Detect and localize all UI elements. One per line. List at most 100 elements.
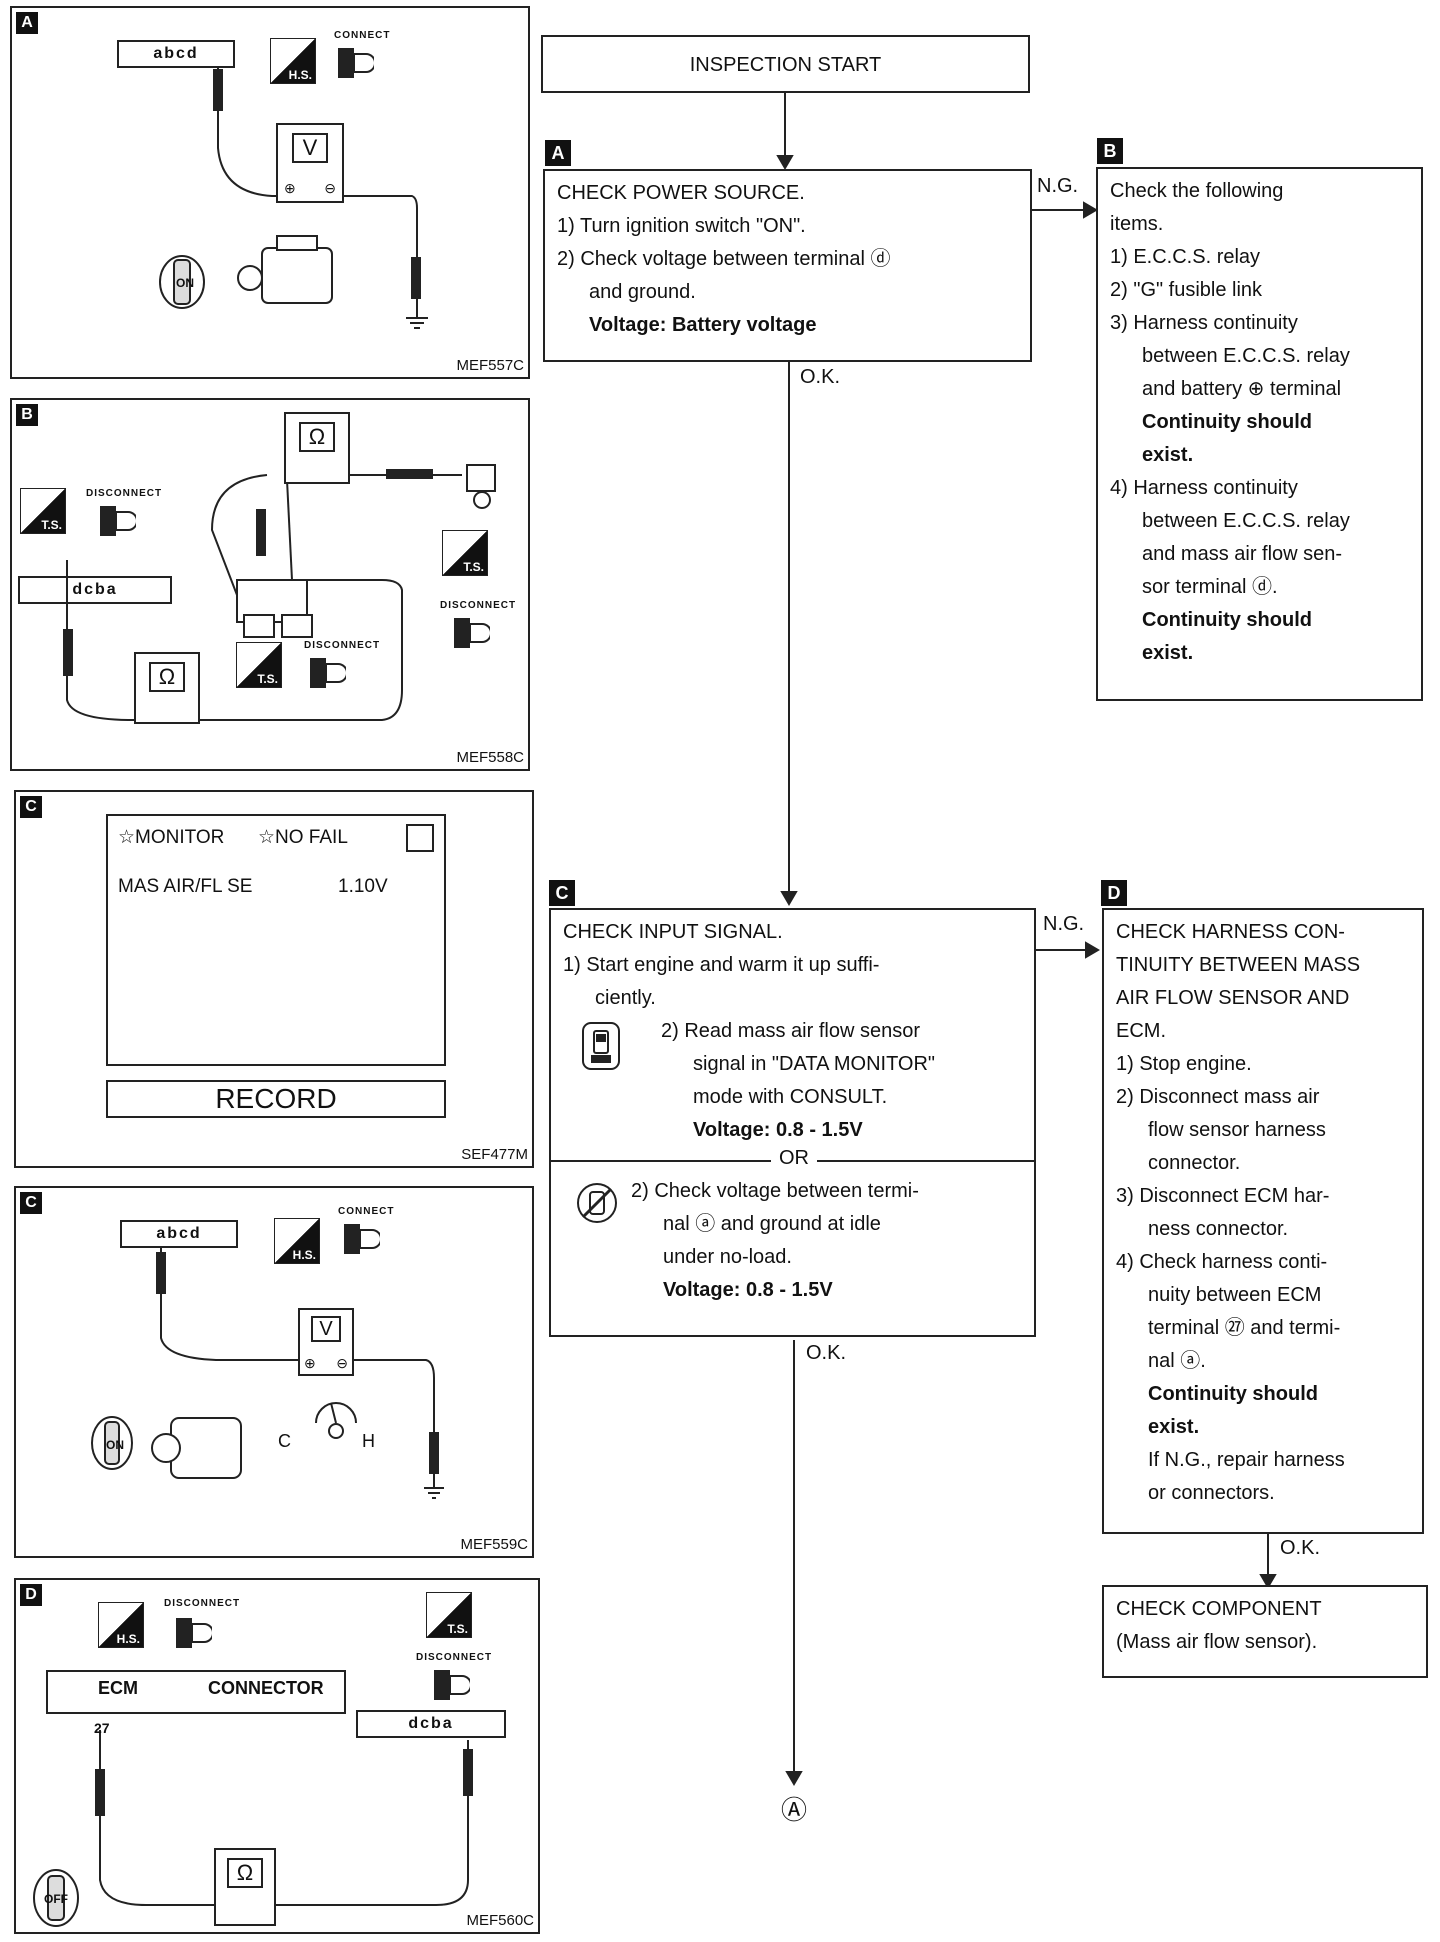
- step-a-line: and ground.: [589, 281, 696, 303]
- step-c-spec: Voltage: 0.8 - 1.5V: [693, 1119, 863, 1141]
- connector-plug-icon: [100, 506, 136, 536]
- step-b-line: between E.C.C.S. relay: [1142, 510, 1350, 532]
- disconnect-label: DISCONNECT: [440, 600, 517, 611]
- step-a-spec: Voltage: Battery voltage: [589, 314, 817, 336]
- step-c-spec: Voltage: 0.8 - 1.5V: [663, 1279, 833, 1301]
- voltmeter-face: V: [292, 133, 328, 163]
- step-a-tag: A: [545, 140, 571, 166]
- consult-screen: ☆MONITOR ☆NO FAIL MAS AIR/FL SE 1.10V: [106, 814, 446, 1066]
- illustration-panel-c-wiring: C abcd H.S. CONNECT V ⊕ ⊖: [14, 1186, 534, 1558]
- step-a-line: 2) Check voltage between terminal ⓓ: [557, 248, 891, 270]
- ohmmeter: Ω: [214, 1848, 276, 1926]
- step-c-tag: C: [549, 880, 575, 906]
- panel-c-tag: C: [20, 796, 42, 818]
- panel-a-tag: A: [16, 12, 38, 34]
- step-d-line: or connectors.: [1148, 1482, 1275, 1504]
- sensor-connector-c: abcd: [120, 1220, 238, 1248]
- ok-label-d: O.K.: [1280, 1537, 1321, 1559]
- step-c-box: CHECK INPUT SIGNAL. 1) Start engine and …: [549, 908, 1036, 1337]
- temp-cold-label: C: [278, 1431, 291, 1451]
- illustration-panel-b: B T.S. DISCONNECT T.S. DISCONNECT T.S. D…: [10, 398, 530, 771]
- connector-plug-icon: [454, 618, 490, 648]
- record-button: RECORD: [106, 1080, 446, 1118]
- step-d-line: AIR FLOW SENSOR AND: [1116, 987, 1350, 1009]
- disconnect-label: DISCONNECT: [86, 488, 163, 499]
- figure-code-c1: SEF477M: [461, 1146, 528, 1163]
- ng-label-a: N.G.: [1037, 175, 1079, 197]
- figure-code-a: MEF557C: [456, 357, 524, 374]
- no-tester-icon: [577, 1183, 617, 1223]
- step-b-line: 4) Harness continuity: [1110, 477, 1298, 499]
- inspection-start-box: INSPECTION START: [541, 35, 1030, 93]
- step-c-line: under no-load.: [663, 1246, 792, 1268]
- step-c-line: 2) Check voltage between termi-: [631, 1180, 919, 1202]
- voltmeter-face: V: [311, 1316, 341, 1342]
- step-c-line: 2) Read mass air flow sensor: [661, 1020, 920, 1042]
- step-b-spec: Continuity should: [1142, 609, 1312, 631]
- ts-badge-icon: T.S.: [20, 488, 66, 534]
- disconnect-label: DISCONNECT: [416, 1652, 493, 1663]
- ignition-key-icon: [91, 1416, 133, 1470]
- connector-plug-icon: [176, 1618, 212, 1648]
- step-d-spec: exist.: [1148, 1416, 1200, 1438]
- panel-b-wiring: [63, 464, 496, 721]
- step-b-line: Check the following: [1110, 180, 1284, 202]
- step-b-tag: B: [1097, 138, 1123, 164]
- sensor-connector-a: abcd: [117, 40, 235, 68]
- connector-plug-icon: [344, 1224, 380, 1254]
- ohmmeter: Ω: [284, 412, 350, 484]
- step-d-line: CHECK HARNESS CON-: [1116, 921, 1345, 943]
- step-d-line: nal ⓐ.: [1148, 1350, 1206, 1372]
- consult-tester-icon: [582, 1022, 620, 1070]
- step-b-line: sor terminal ⓓ.: [1142, 576, 1278, 598]
- step-a-box: CHECK POWER SOURCE. 1) Turn ignition swi…: [543, 169, 1032, 362]
- minus-terminal: ⊖: [336, 1355, 348, 1371]
- ng-label-c: N.G.: [1043, 913, 1085, 935]
- monitor-label: ☆MONITOR: [118, 827, 225, 848]
- step-d-tag: D: [1101, 880, 1127, 906]
- step-c-line: ciently.: [595, 987, 656, 1009]
- panel-b-tag: B: [16, 404, 38, 426]
- step-a-title: CHECK POWER SOURCE.: [557, 182, 805, 204]
- ohmmeter: Ω: [134, 652, 200, 724]
- status-checkbox: [406, 824, 434, 852]
- connect-label: CONNECT: [338, 1206, 395, 1217]
- ohmmeter-face: Ω: [227, 1858, 263, 1888]
- illustration-panel-a: A abcd H.S. CONNECT V ⊕ ⊖: [10, 6, 530, 379]
- step-b-line: 1) E.C.C.S. relay: [1110, 246, 1261, 268]
- ecm-connector: ECM CONNECTOR: [46, 1670, 346, 1714]
- step-d-line: ness connector.: [1148, 1218, 1289, 1240]
- step-d-box: CHECK HARNESS CON- TINUITY BETWEEN MASS …: [1102, 908, 1424, 1534]
- connector-plug-icon: [434, 1670, 470, 1700]
- check-component-line: (Mass air flow sensor).: [1116, 1631, 1318, 1653]
- ts-badge-icon: T.S.: [426, 1592, 472, 1638]
- step-b-box: Check the following items. 1) E.C.C.S. r…: [1096, 167, 1423, 701]
- connector-plug-icon: [338, 48, 374, 78]
- engine-icon: [237, 235, 333, 304]
- key-on-label: ON: [176, 276, 194, 290]
- step-b-spec: Continuity should: [1142, 411, 1312, 433]
- ecm-label: ECM: [98, 1678, 138, 1698]
- sensor-connector-d: dcba: [356, 1710, 506, 1738]
- inspection-start-label: INSPECTION START: [689, 54, 882, 76]
- step-c-line: mode with CONSULT.: [693, 1086, 888, 1108]
- figure-code-c2: MEF559C: [460, 1536, 528, 1553]
- ecm-pin-label: 27: [94, 1720, 110, 1736]
- step-b-spec: exist.: [1142, 642, 1194, 664]
- step-d-line: connector.: [1148, 1152, 1241, 1174]
- monitor-item-value: 1.10V: [338, 876, 388, 897]
- step-c-line: nal ⓐ and ground at idle: [663, 1213, 881, 1235]
- sensor-connector-b: dcba: [18, 576, 172, 604]
- ohmmeter-face: Ω: [299, 422, 335, 452]
- illustration-panel-d: D H.S. DISCONNECT T.S. DISCONNECT ECM CO…: [14, 1578, 540, 1934]
- step-c-line: signal in "DATA MONITOR": [693, 1053, 936, 1075]
- step-d-line: 3) Disconnect ECM har-: [1116, 1185, 1330, 1207]
- step-b-line: and battery ⊕ terminal: [1142, 378, 1342, 400]
- hs-badge-icon: H.S.: [274, 1218, 320, 1264]
- connector-plug-icon: [310, 658, 346, 688]
- hs-badge-icon: H.S.: [98, 1602, 144, 1648]
- connector-a-symbol: Ⓐ: [781, 1795, 808, 1825]
- plus-terminal: ⊕: [304, 1355, 316, 1371]
- hs-badge-icon: H.S.: [270, 38, 316, 84]
